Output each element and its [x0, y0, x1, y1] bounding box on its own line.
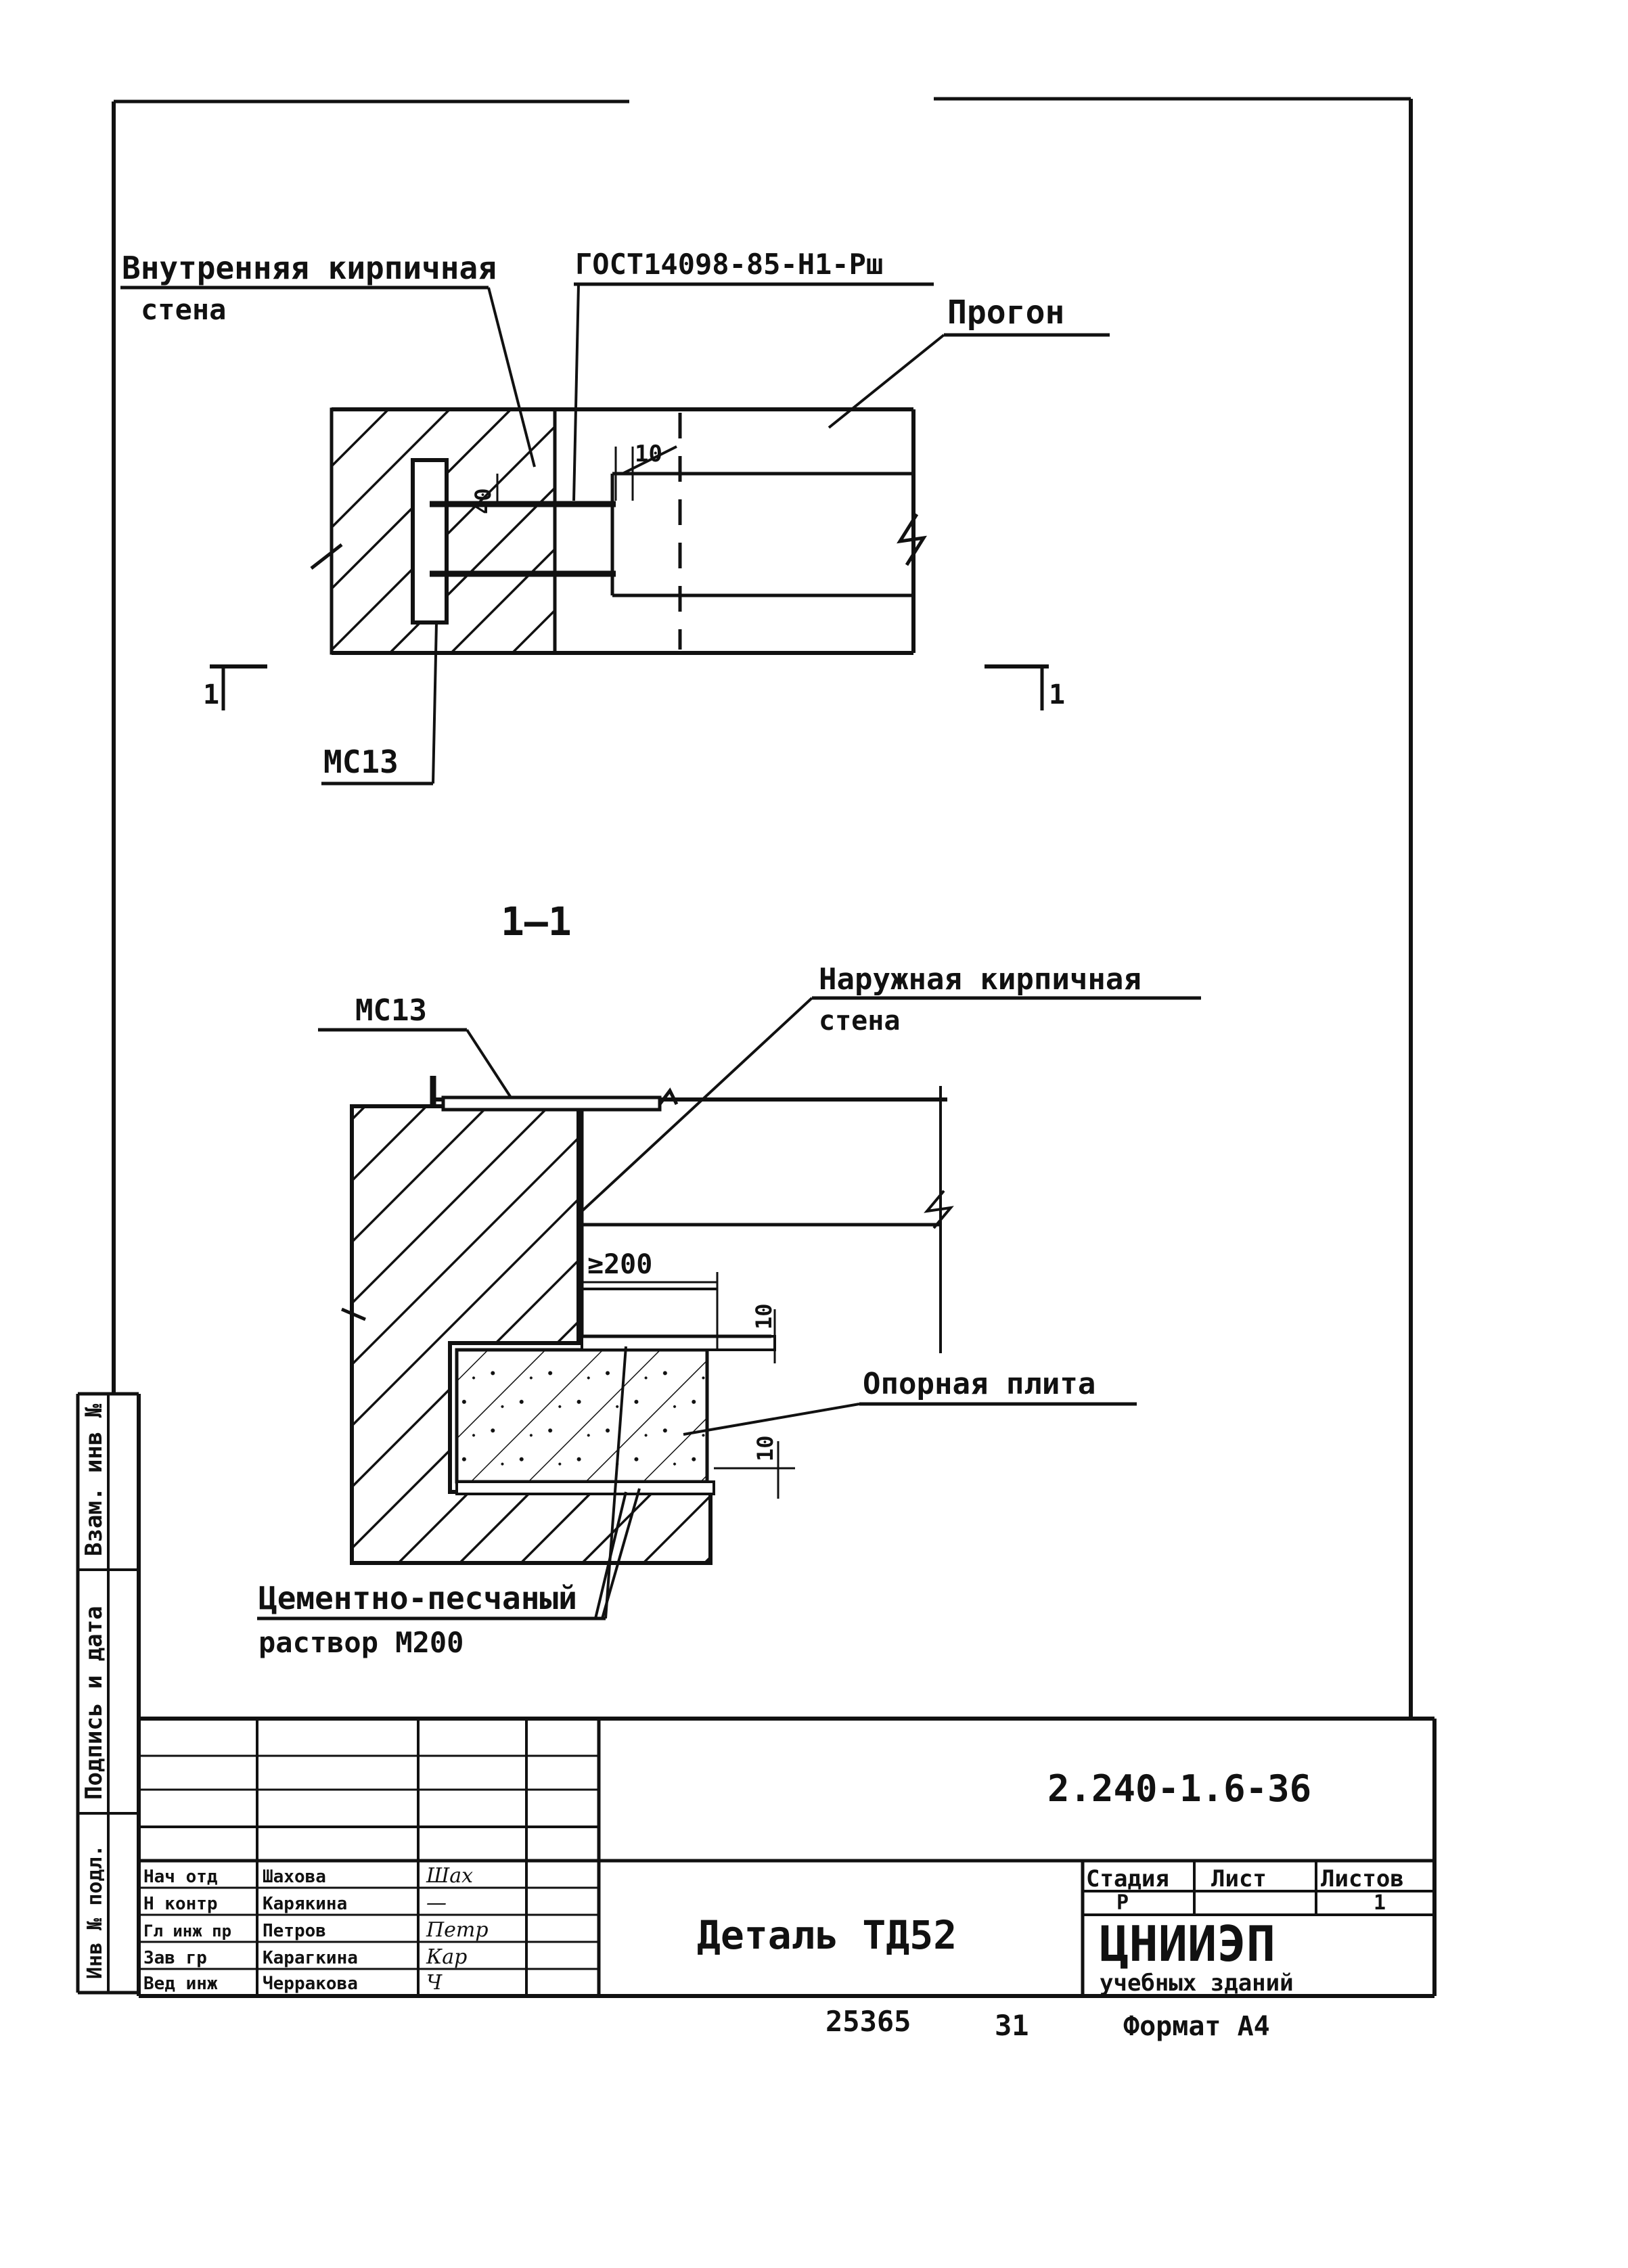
- stage-value: Р: [1116, 1891, 1129, 1915]
- section-plate-leader: [466, 1028, 512, 1099]
- footer-code: 25365: [826, 2005, 911, 2038]
- signature-rows: Нач отд Шахова Шах Н контр Карякина — Гл…: [143, 1864, 489, 1995]
- section-plate-mc13: [430, 1076, 679, 1112]
- sheet-frame: [112, 97, 1413, 1996]
- inner-wall-label-line1: Внутренняя кирпичная: [122, 250, 497, 286]
- gost-label: ГОСТ14098-85-Н1-Рш: [575, 248, 883, 281]
- section-mark-right-number: 1: [1049, 679, 1065, 710]
- purlin-label: Прогон: [947, 294, 1064, 332]
- mortar-label-line1: Цементно-песчаный: [258, 1580, 577, 1616]
- dim-200: ≥200: [582, 1249, 719, 1350]
- gost-leader: [572, 284, 580, 501]
- name-2: Петров: [263, 1921, 326, 1941]
- section-mark-right: 1: [985, 664, 1065, 710]
- side-stamp-field3: Инв № подл.: [83, 1844, 107, 1979]
- embedded-plate-mc13: [411, 458, 449, 625]
- section-mark-left-number: 1: [203, 679, 219, 710]
- outer-brick-wall: [350, 1104, 713, 1565]
- inner-wall-label-line2: стена: [141, 293, 226, 326]
- purlin-leader: [828, 334, 945, 429]
- side-stamp: Взам. инв № Подпись и дата Инв № подл.: [76, 1392, 139, 1995]
- role-0: Нач отд: [143, 1867, 218, 1887]
- role-1: Н контр: [143, 1894, 218, 1914]
- role-2: Гл инж пр: [143, 1922, 231, 1941]
- plan-plate-leader: [432, 622, 438, 784]
- title-block: 2.240-1.6-36 Деталь ТД52 Стадия Лист Лис…: [139, 1717, 1437, 1998]
- mortar-label-line2: раствор М200: [258, 1626, 463, 1659]
- name-0: Шахова: [263, 1867, 326, 1887]
- dim-10-lower: 10: [714, 1435, 795, 1499]
- side-stamp-field1: Взам. инв №: [81, 1403, 108, 1556]
- name-1: Карякина: [263, 1894, 347, 1914]
- drawing-title: Деталь ТД52: [697, 1912, 957, 1958]
- sign-2: Петр: [426, 1918, 489, 1942]
- sign-4: Ч: [426, 1971, 443, 1995]
- doc-number: 2.240-1.6-36: [1047, 1767, 1311, 1810]
- outer-wall-label-line2: стена: [819, 1005, 900, 1037]
- section-mark-left: 1: [203, 664, 267, 710]
- sign-1: —: [426, 1891, 447, 1915]
- side-stamp-field2: Подпись и дата: [81, 1606, 108, 1800]
- dim-40-label: 40: [470, 488, 496, 514]
- sheets-value: 1: [1374, 1891, 1386, 1915]
- section-purlin: [433, 1086, 954, 1353]
- support-plate: [455, 1348, 709, 1484]
- sign-3: Кар: [426, 1945, 467, 1969]
- inner-wall-leader: [487, 287, 536, 468]
- outer-wall-leader: [581, 997, 813, 1212]
- role-3: Зав гр: [143, 1948, 207, 1968]
- support-plate-leader: [683, 1403, 860, 1436]
- plan-plate-label: МС13: [323, 744, 399, 780]
- support-plate-label: Опорная плита: [863, 1367, 1095, 1401]
- name-3: Карагкина: [263, 1948, 358, 1968]
- mortar-layer-lower: [455, 1480, 715, 1495]
- dim-200-label: ≥200: [587, 1249, 652, 1280]
- sign-0: Шах: [426, 1864, 473, 1888]
- mortar-layer-upper: [581, 1335, 776, 1351]
- footer-format: Формат А4: [1123, 2011, 1270, 2042]
- role-4: Вед инж: [143, 1974, 218, 1994]
- org-sub: учебных зданий: [1100, 1970, 1294, 1997]
- sheet-header: Лист: [1211, 1865, 1267, 1892]
- footer-page: 31: [995, 2009, 1029, 2042]
- org-name: ЦНИИЭП: [1100, 1915, 1275, 1972]
- stage-header: Стадия: [1086, 1865, 1169, 1892]
- dim-10-lower-label: 10: [752, 1435, 778, 1461]
- dim-10-upper: 10: [751, 1303, 777, 1363]
- dim-10-label: 10: [635, 440, 662, 468]
- name-4: Черракова: [263, 1974, 358, 1994]
- section-plate-label: МС13: [355, 993, 427, 1028]
- sheets-header: Листов: [1321, 1865, 1404, 1892]
- mortar-leader-2: [604, 1346, 627, 1619]
- section-title: 1–1: [501, 899, 572, 945]
- outer-wall-label-line1: Наружная кирпичная: [819, 962, 1141, 997]
- plan-view: 10 40 Внутренняя кирпичная стена ГОСТ140…: [120, 248, 1110, 786]
- purlin: [332, 407, 927, 655]
- dim-10-upper-label: 10: [751, 1303, 777, 1330]
- section-view: 1–1 ≥200: [257, 899, 1201, 1659]
